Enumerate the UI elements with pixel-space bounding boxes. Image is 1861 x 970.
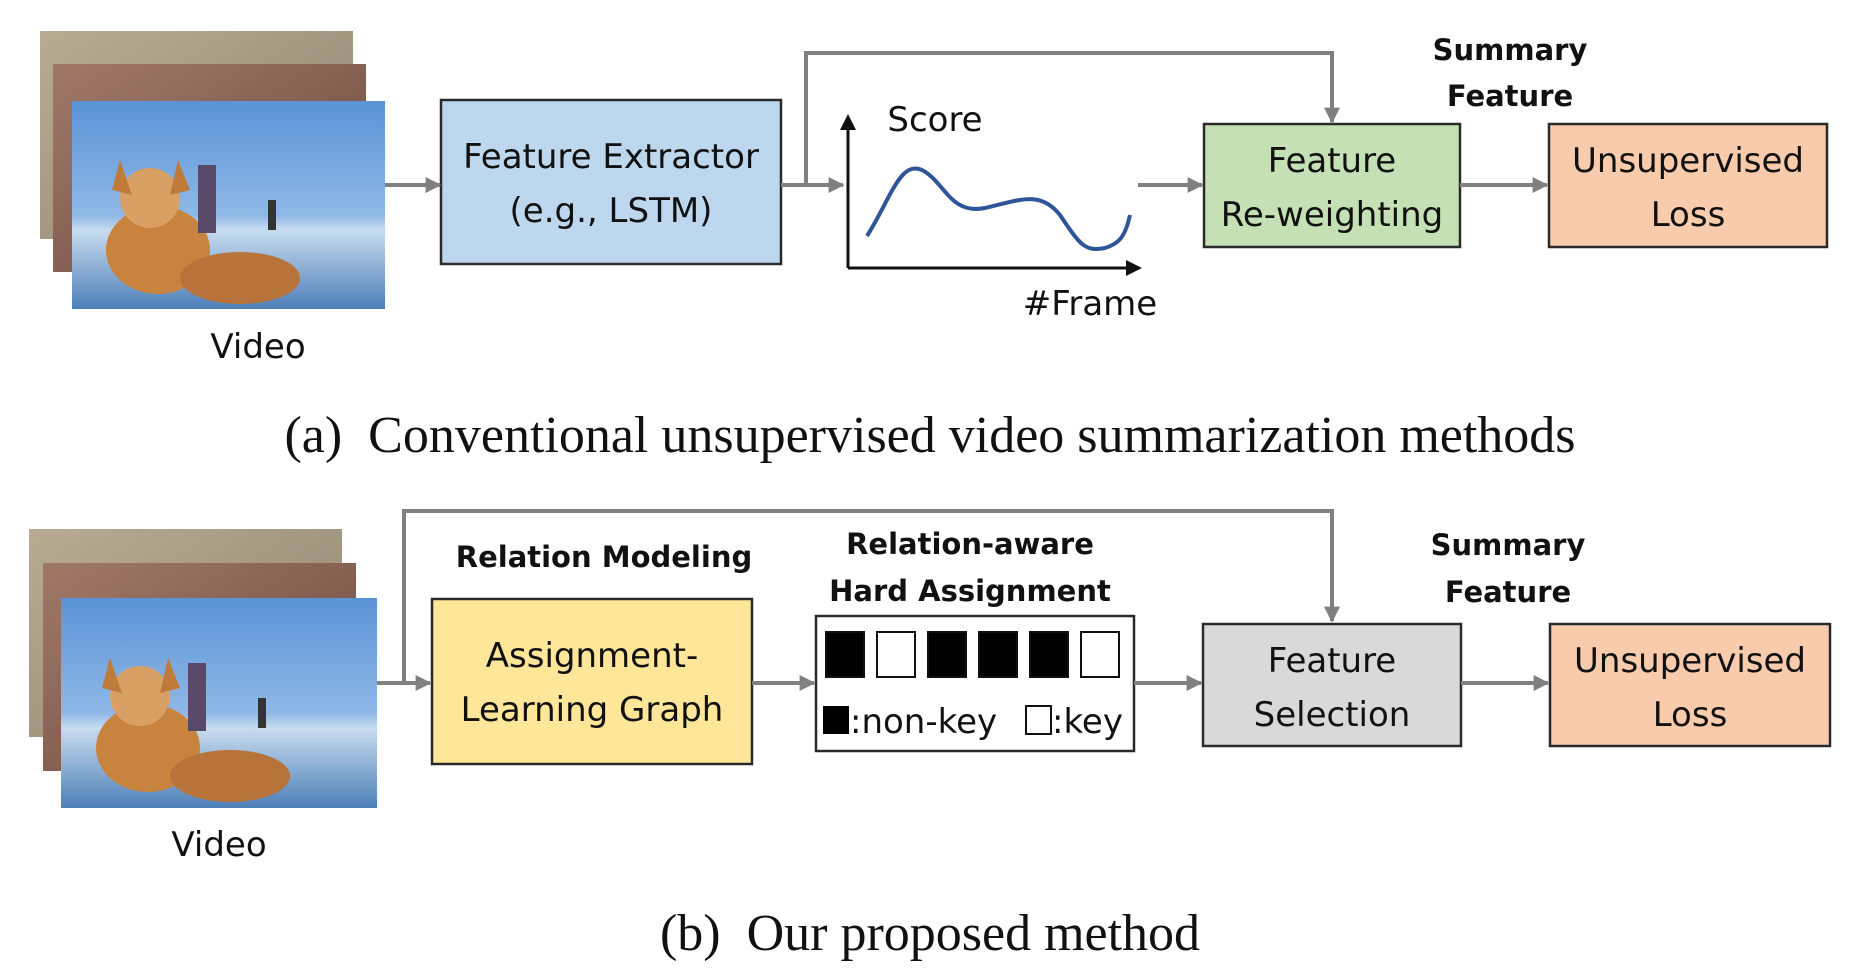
assignment-cell-key: [1080, 631, 1120, 678]
video-frames-b: [29, 529, 377, 808]
arrow-skip-to-reweighting: [804, 51, 1340, 185]
caption-a: (a) Conventional unsupervised video summ…: [284, 407, 1575, 464]
hard-assignment-title-line1: Relation-aware: [846, 527, 1094, 561]
video-frame-front: [72, 101, 385, 309]
assignment-cell-non-key: [825, 631, 865, 678]
feature-selection-line1: Feature: [1268, 641, 1396, 681]
summary-feature-label-a-line1: Summary: [1433, 33, 1588, 67]
unsupervised-loss-box-a: [1547, 122, 1829, 249]
video-label-b: Video: [171, 825, 266, 865]
panel-a: Video Feature Extractor (e.g., LSTM) Sco…: [40, 31, 1829, 464]
summary-feature-label-b-line2: Feature: [1445, 575, 1571, 609]
frame-axis-label: #Frame: [1023, 284, 1157, 324]
unsupervised-loss-a-line2: Loss: [1651, 195, 1726, 235]
feature-extractor-box: [439, 98, 783, 266]
score-axis-label: Score: [887, 100, 982, 140]
video-frames-a: [40, 31, 385, 309]
assignment-learning-graph-box: [430, 597, 754, 766]
assignment-cell-key: [876, 631, 916, 678]
panel-b: Video Relation Modeling Assignment- Lear…: [29, 509, 1832, 962]
score-curve: [865, 166, 1132, 251]
summary-feature-label-a-line2: Feature: [1447, 79, 1573, 113]
assignment-cell-non-key: [927, 631, 967, 678]
feature-reweighting-box: [1202, 122, 1462, 249]
feature-reweighting-line1: Feature: [1268, 141, 1396, 181]
score-axis-y-head: [840, 114, 856, 130]
key-legend-label: :key: [1052, 702, 1123, 742]
unsupervised-loss-b-line2: Loss: [1653, 695, 1728, 735]
unsupervised-loss-box-b: [1548, 622, 1832, 748]
assignment-cell-non-key: [1029, 631, 1069, 678]
arrow-skip-to-selection: [402, 509, 1340, 683]
feature-extractor-line2: (e.g., LSTM): [510, 191, 713, 231]
video-label-a: Video: [210, 327, 305, 367]
relation-modeling-label: Relation Modeling: [456, 540, 752, 574]
key-legend-square: [1025, 705, 1052, 735]
unsupervised-loss-b-line1: Unsupervised: [1574, 641, 1806, 681]
nonkey-legend-square: [823, 706, 849, 734]
summary-feature-label-b-line1: Summary: [1431, 528, 1586, 562]
score-axis-x-head: [1126, 260, 1142, 276]
unsupervised-loss-a-line1: Unsupervised: [1572, 141, 1804, 181]
nonkey-legend-label: :non-key: [850, 702, 997, 742]
graph-line2: Learning Graph: [461, 690, 724, 730]
assignment-cell-non-key: [978, 631, 1018, 678]
hard-assignment-title-line2: Hard Assignment: [829, 574, 1111, 608]
video-frame-front: [61, 598, 377, 808]
feature-selection-box: [1201, 622, 1463, 748]
feature-selection-line2: Selection: [1254, 695, 1411, 735]
graph-line1: Assignment-: [486, 636, 698, 676]
caption-b: (b) Our proposed method: [660, 905, 1200, 962]
feature-reweighting-line2: Re-weighting: [1221, 195, 1444, 235]
assignment-cells: [825, 631, 1120, 678]
feature-extractor-line1: Feature Extractor: [463, 137, 759, 177]
score-plot: Score #Frame: [840, 100, 1157, 324]
